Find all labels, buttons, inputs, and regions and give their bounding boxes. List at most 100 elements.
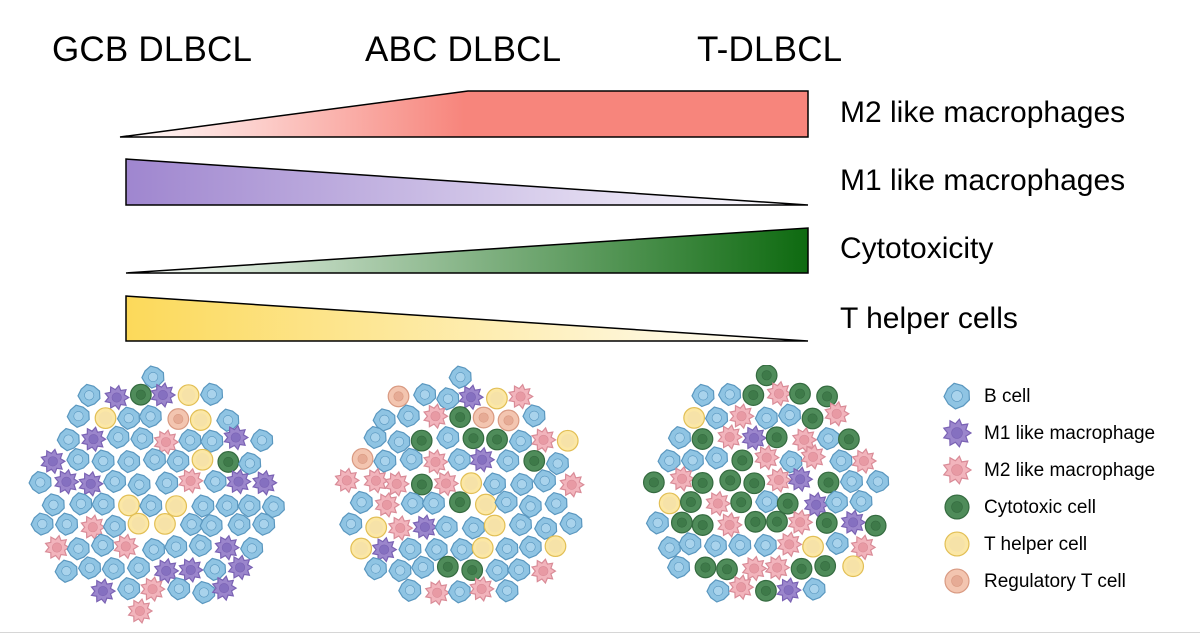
wedge-m1-like-macrophages xyxy=(125,158,809,206)
row-label-t-helper-cells: T helper cells xyxy=(840,302,1018,335)
cyto-cell xyxy=(789,382,811,405)
b-cell xyxy=(436,426,460,450)
cyto-cell xyxy=(731,449,754,472)
row-label-m2-like-macrophages: M2 like macrophages xyxy=(840,96,1126,129)
b-cell xyxy=(691,383,715,408)
treg-cell xyxy=(387,385,410,408)
th-cell xyxy=(556,429,579,452)
b-cell xyxy=(657,449,681,473)
wedge-t-helper-cells xyxy=(125,295,809,342)
cyto-cell xyxy=(691,428,714,450)
b-cell xyxy=(849,489,873,514)
b-cell xyxy=(203,469,227,494)
m2-cell xyxy=(363,467,390,494)
b-cell xyxy=(494,490,518,514)
m2-cell xyxy=(44,534,71,561)
cyto-cell xyxy=(815,512,838,534)
m1-cell xyxy=(226,468,252,495)
m2-cell xyxy=(850,534,877,561)
b-cell xyxy=(461,516,485,540)
cyto-cell xyxy=(462,427,485,450)
cyto-cell xyxy=(410,473,433,496)
b-cell xyxy=(495,537,519,561)
b-cell xyxy=(373,449,397,473)
legend-label: Regulatory T cell xyxy=(984,571,1126,592)
b-cell xyxy=(678,532,702,556)
legend-label: T helper cell xyxy=(984,534,1088,555)
cyto-cell xyxy=(814,555,837,577)
cyto-cell xyxy=(838,428,860,451)
m2-cell xyxy=(787,509,814,536)
b-cell xyxy=(191,494,215,518)
th-cell xyxy=(658,492,681,515)
m1-macrophage-icon xyxy=(942,418,973,448)
b-cell xyxy=(178,428,202,453)
column-header-t-dlbcl: T-DLBCL xyxy=(697,30,843,69)
cyto-cell xyxy=(680,491,702,513)
m2-cell xyxy=(424,579,451,606)
b-cell xyxy=(510,472,534,497)
cyto-cell xyxy=(765,426,788,449)
b-cell xyxy=(66,404,90,428)
b-cell xyxy=(400,491,424,516)
regulatory-t-cell-icon xyxy=(944,568,970,594)
b-cell xyxy=(179,512,204,537)
th-cell xyxy=(127,512,150,535)
b-cell xyxy=(90,533,115,557)
m2-cell xyxy=(764,554,791,581)
treg-cell xyxy=(497,409,520,432)
m1-cell xyxy=(787,466,814,493)
b-cell xyxy=(704,406,729,430)
th-cell xyxy=(165,495,188,518)
legend-item-regulatory-t-cell: Regulatory T cell xyxy=(940,565,1190,599)
b-cell xyxy=(252,512,276,536)
b-cell xyxy=(802,577,826,601)
b-cell xyxy=(518,494,542,519)
row-label-m1-like-macrophages: M1 like macrophages xyxy=(840,164,1126,197)
m2-cell xyxy=(766,466,793,494)
th-cell xyxy=(177,384,200,407)
b-cell xyxy=(77,556,102,580)
b-cell xyxy=(30,512,54,536)
th-cell xyxy=(460,472,483,495)
m2-cell xyxy=(530,558,557,585)
m1-cell xyxy=(150,381,177,409)
cyto-cell xyxy=(691,472,714,494)
b-cell xyxy=(188,533,212,558)
b-cell xyxy=(666,555,691,579)
m2-cell xyxy=(559,471,585,498)
th-cell xyxy=(154,513,176,535)
m2-cell xyxy=(754,444,780,471)
b-cell xyxy=(164,535,188,559)
b-cell xyxy=(447,448,471,472)
m1-cell xyxy=(153,557,180,584)
b-cell xyxy=(101,557,125,581)
b-cell xyxy=(202,557,227,582)
legend-label: M1 like macrophage xyxy=(984,423,1156,444)
cyto-cell xyxy=(790,557,813,580)
m2-macrophage-icon xyxy=(942,455,973,485)
cyto-cell xyxy=(755,365,778,387)
b-cell xyxy=(130,426,154,451)
b-cell xyxy=(41,493,65,517)
th-cell xyxy=(94,407,117,430)
b-cell xyxy=(448,365,472,389)
b-cell xyxy=(522,404,546,428)
m2-cell xyxy=(80,514,107,541)
b-cell xyxy=(238,451,262,476)
b-cell xyxy=(66,537,90,561)
b-cell xyxy=(250,428,274,453)
m1-cell xyxy=(227,554,254,581)
b-cell xyxy=(199,382,224,406)
wedge-cytotoxicity xyxy=(125,227,809,274)
treg-cell xyxy=(167,408,190,430)
m1-cell xyxy=(81,426,107,453)
m2-cell xyxy=(178,467,204,494)
b-cell xyxy=(421,491,446,515)
m1-cell xyxy=(223,424,250,451)
b-cell xyxy=(54,512,79,536)
b-cell xyxy=(703,534,728,558)
b-cell xyxy=(66,447,90,472)
b-cell xyxy=(91,449,115,473)
